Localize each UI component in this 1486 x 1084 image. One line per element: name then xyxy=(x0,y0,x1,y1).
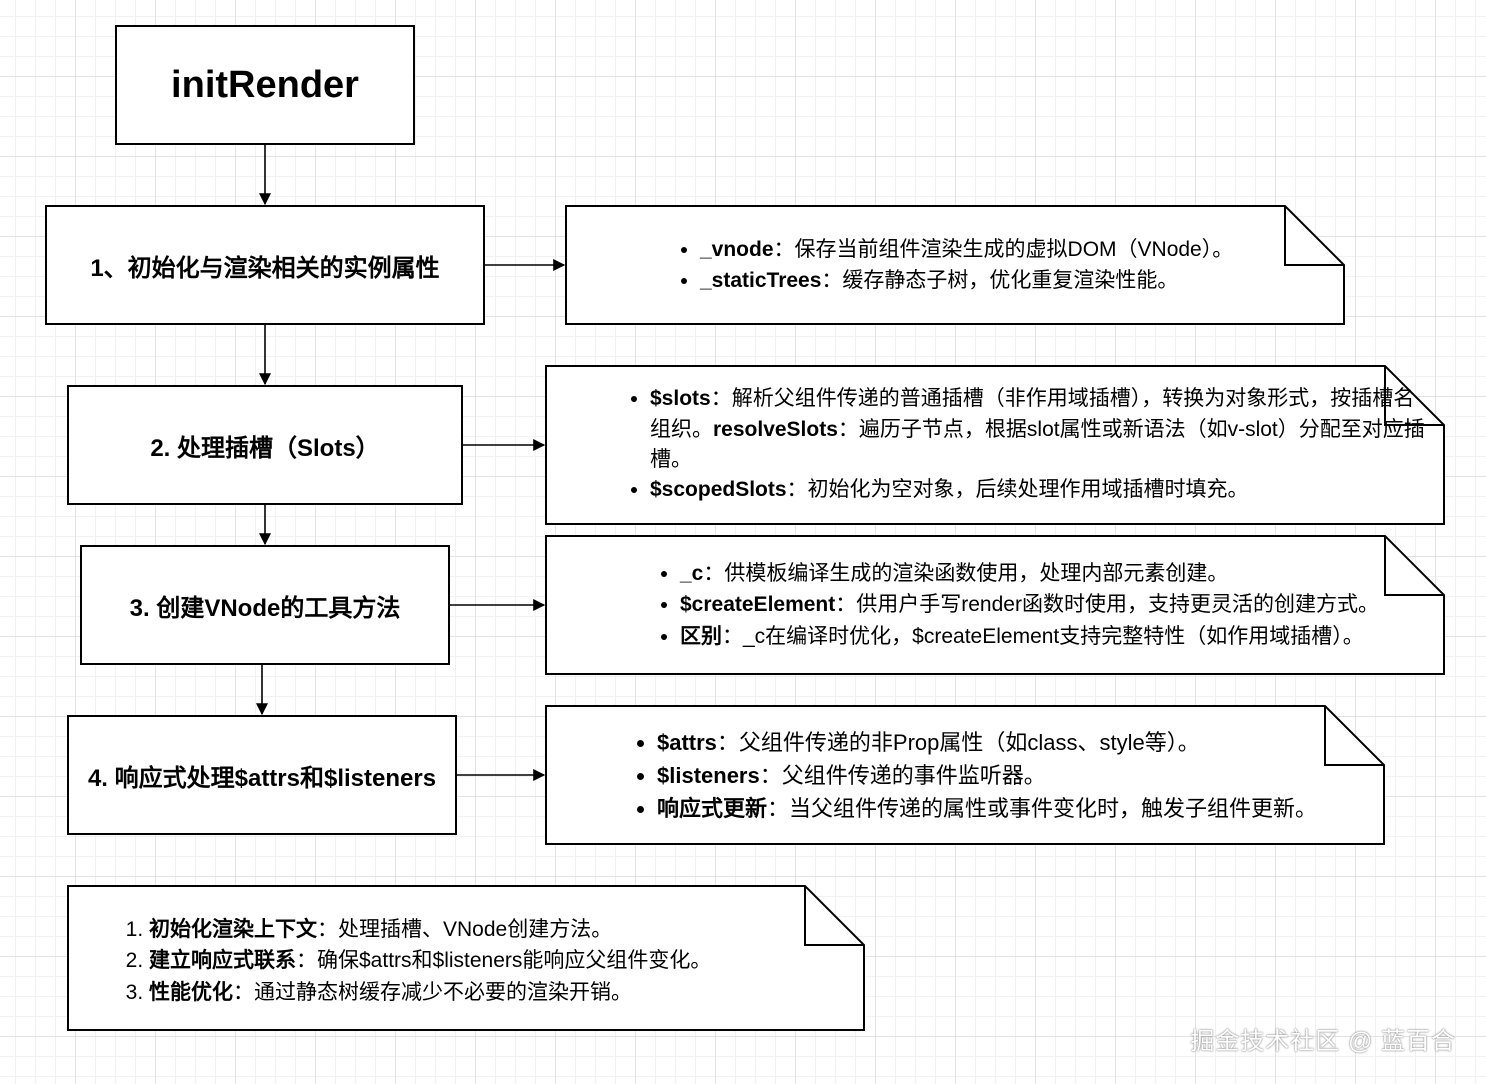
list-item: $slots：解析父组件传递的普通插槽（非作用域插槽），转换为对象形式，按插槽名… xyxy=(650,384,1433,475)
watermark: 掘金技术社区 @ 蓝百合 xyxy=(1190,1028,1456,1055)
list-item: $scopedSlots：初始化为空对象，后续处理作用域插槽时填充。 xyxy=(650,475,1433,505)
note1-list: _vnode：保存当前组件渲染生成的虚拟DOM（VNode）。 _staticT… xyxy=(700,234,1345,297)
list-item: $listeners：父组件传递的事件监听器。 xyxy=(657,759,1385,792)
summary-note-shape xyxy=(67,885,865,1031)
note4-shape xyxy=(545,705,1385,845)
note2-content: $slots：解析父组件传递的普通插槽（非作用域插槽），转换为对象形式，按插槽名… xyxy=(545,365,1445,525)
note3-shape xyxy=(545,535,1445,675)
note3: _c：供模板编译生成的渲染函数使用，处理内部元素创建。 $createEleme… xyxy=(545,535,1445,675)
list-item: _vnode：保存当前组件渲染生成的虚拟DOM（VNode）。 xyxy=(700,234,1345,266)
note3-list: _c：供模板编译生成的渲染函数使用，处理内部元素创建。 $createEleme… xyxy=(680,558,1445,653)
list-item: 区别：_c在编译时优化，$createElement支持完整特性（如作用域插槽）… xyxy=(680,621,1445,653)
title-text: initRender xyxy=(171,63,359,106)
list-item: $attrs：父组件传递的非Prop属性（如class、style等）。 xyxy=(657,726,1385,759)
step3-text: 3. 创建VNode的工具方法 xyxy=(129,594,401,622)
note4-content: $attrs：父组件传递的非Prop属性（如class、style等）。 $li… xyxy=(545,705,1385,845)
step2-text: 2. 处理插槽（Slots） xyxy=(150,434,380,462)
note2-list: $slots：解析父组件传递的普通插槽（非作用域插槽），转换为对象形式，按插槽名… xyxy=(650,384,1433,506)
step1-text: 1、初始化与渲染相关的实例属性 xyxy=(90,254,440,282)
step3-box: 3. 创建VNode的工具方法 xyxy=(80,545,450,665)
note2: $slots：解析父组件传递的普通插槽（非作用域插槽），转换为对象形式，按插槽名… xyxy=(545,365,1445,525)
list-item: _staticTrees：缓存静态子树，优化重复渲染性能。 xyxy=(700,265,1345,297)
summary-list: 初始化渲染上下文：处理插槽、VNode创建方法。 建立响应式联系：确保$attr… xyxy=(149,914,865,1009)
step4-text: 4. 响应式处理$attrs和$listeners xyxy=(87,764,437,792)
step4-box: 4. 响应式处理$attrs和$listeners xyxy=(67,715,457,835)
note4-list: $attrs：父组件传递的非Prop属性（如class、style等）。 $li… xyxy=(657,726,1385,825)
summary-content: 初始化渲染上下文：处理插槽、VNode创建方法。 建立响应式联系：确保$attr… xyxy=(67,885,865,1031)
note1-content: _vnode：保存当前组件渲染生成的虚拟DOM（VNode）。 _staticT… xyxy=(565,205,1345,325)
title-box: initRender xyxy=(115,25,415,145)
list-item: 建立响应式联系：确保$attrs和$listeners能响应父组件变化。 xyxy=(149,945,865,977)
note2-shape xyxy=(545,365,1445,525)
step2-box: 2. 处理插槽（Slots） xyxy=(67,385,463,505)
list-item: 性能优化：通过静态树缓存减少不必要的渲染开销。 xyxy=(149,977,865,1009)
list-item: $createElement：供用户手写render函数时使用，支持更灵活的创建… xyxy=(680,589,1445,621)
summary-note: 初始化渲染上下文：处理插槽、VNode创建方法。 建立响应式联系：确保$attr… xyxy=(67,885,865,1031)
note1-shape xyxy=(565,205,1345,325)
note4: $attrs：父组件传递的非Prop属性（如class、style等）。 $li… xyxy=(545,705,1385,845)
list-item: _c：供模板编译生成的渲染函数使用，处理内部元素创建。 xyxy=(680,558,1445,590)
list-item: 初始化渲染上下文：处理插槽、VNode创建方法。 xyxy=(149,914,865,946)
list-item: 响应式更新：当父组件传递的属性或事件变化时，触发子组件更新。 xyxy=(657,792,1385,825)
note3-content: _c：供模板编译生成的渲染函数使用，处理内部元素创建。 $createEleme… xyxy=(545,535,1445,675)
note1: _vnode：保存当前组件渲染生成的虚拟DOM（VNode）。 _staticT… xyxy=(565,205,1345,325)
step1-box: 1、初始化与渲染相关的实例属性 xyxy=(45,205,485,325)
